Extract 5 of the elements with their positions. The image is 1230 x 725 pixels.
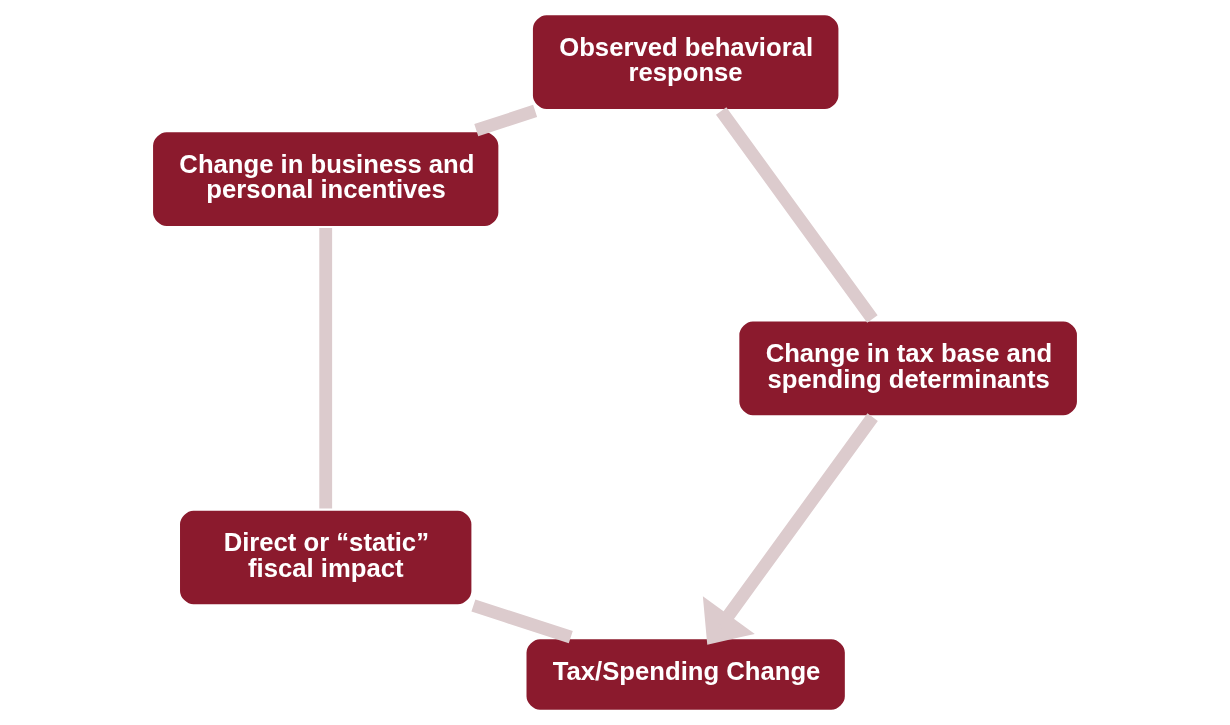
connector (474, 104, 538, 137)
connector (715, 107, 878, 323)
arrow (702, 413, 878, 645)
connector (319, 228, 333, 509)
connector (471, 599, 573, 644)
